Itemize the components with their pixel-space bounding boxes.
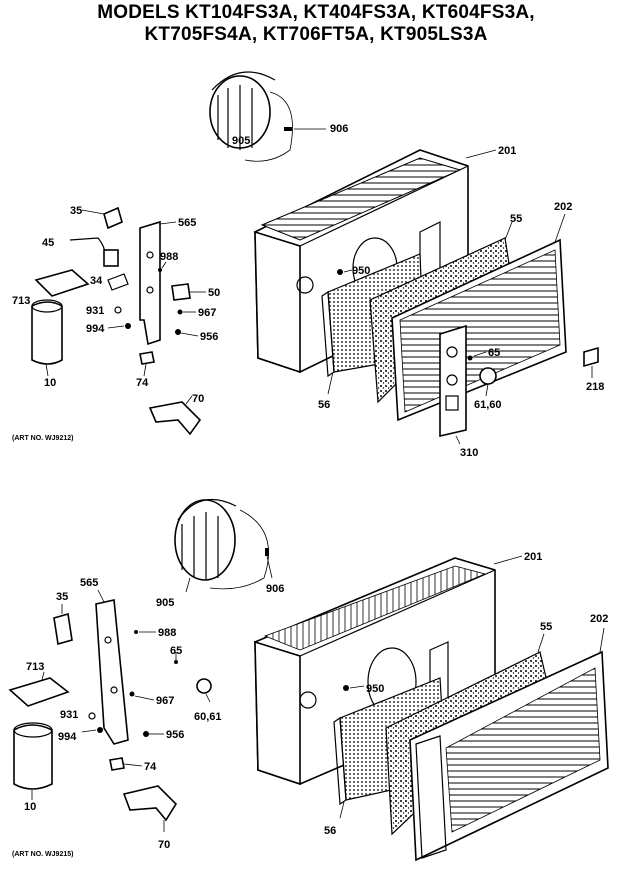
screw-994 — [107, 323, 131, 329]
art-number-bottom: (ART NO. WJ9215) — [12, 851, 73, 858]
switch-35 — [81, 206, 123, 230]
screw-906-b — [265, 548, 273, 579]
knob-61-60 — [479, 367, 497, 397]
label-55: 55 — [510, 213, 522, 225]
label-202-b: 202 — [590, 613, 608, 625]
label-994: 994 — [86, 323, 105, 335]
screw-967-b — [129, 691, 155, 701]
clip-74-b — [109, 757, 143, 771]
label-950-b: 950 — [366, 683, 384, 695]
label-201-b: 201 — [524, 551, 542, 563]
bracket-713 — [34, 269, 90, 297]
label-956-b: 956 — [166, 729, 184, 741]
label-931: 931 — [86, 305, 104, 317]
part-34 — [107, 273, 129, 291]
label-56-b: 56 — [324, 825, 336, 837]
label-950: 950 — [352, 265, 370, 277]
label-65: 65 — [488, 347, 500, 359]
label-201: 201 — [498, 145, 516, 157]
label-55-b: 55 — [540, 621, 552, 633]
screw-994-b — [81, 727, 103, 733]
label-988: 988 — [160, 251, 178, 263]
nameplate-218 — [583, 346, 599, 378]
screw-956-b — [143, 731, 164, 737]
screw-65-b — [174, 652, 178, 664]
label-202: 202 — [554, 201, 572, 213]
capacitor-10-b — [13, 722, 53, 800]
front-grille-202-b — [409, 627, 609, 862]
label-74-b: 74 — [144, 761, 157, 773]
bracket-713-b — [8, 671, 70, 707]
screw-950-b — [343, 685, 365, 691]
label-967: 967 — [198, 307, 216, 319]
label-905-b: 905 — [156, 597, 174, 609]
nut-931-b — [88, 712, 96, 720]
label-10: 10 — [44, 377, 56, 389]
thermostat-70 — [148, 395, 202, 436]
screw-950 — [337, 269, 353, 275]
label-310: 310 — [460, 447, 478, 459]
screw-967 — [177, 309, 196, 315]
label-35: 35 — [70, 205, 82, 217]
label-45: 45 — [42, 237, 54, 249]
models-title-line-1: MODELS KT104FS3A, KT404FS3A, KT604FS3A, — [97, 2, 535, 23]
label-956: 956 — [200, 331, 218, 343]
label-967-b: 967 — [156, 695, 174, 707]
screw-988 — [158, 261, 167, 272]
overload-50 — [171, 283, 206, 301]
bracket-565 — [139, 220, 177, 346]
clip-74 — [139, 351, 155, 377]
label-10-b: 10 — [24, 801, 36, 813]
switch-35-b — [53, 604, 73, 646]
label-713-b: 713 — [26, 661, 44, 673]
screw-65 — [467, 351, 487, 361]
label-74: 74 — [136, 377, 149, 389]
label-906: 906 — [330, 123, 348, 135]
label-65-b: 65 — [170, 645, 182, 657]
capacitor-clip-45 — [69, 237, 119, 267]
models-title-line-2: KT705FS4A, KT706FT5A, KT905LS3A — [144, 24, 488, 45]
cabinet-201-b — [254, 555, 523, 786]
blower-wheel-905 — [209, 71, 293, 162]
art-number-top: (ART NO. WJ9212) — [12, 435, 73, 442]
label-218: 218 — [586, 381, 604, 393]
cabinet-201 — [254, 149, 497, 374]
label-988-b: 988 — [158, 627, 176, 639]
label-34: 34 — [90, 275, 103, 287]
label-50: 50 — [208, 287, 220, 299]
bottom-exploded-view: 201 905 906 565 35 988 55 202 65 950 713… — [8, 498, 609, 862]
label-60-61-b: 60,61 — [194, 711, 222, 723]
knob-60-61 — [196, 678, 212, 703]
control-panel-310 — [439, 324, 467, 445]
label-906-b: 906 — [266, 583, 284, 595]
capacitor-10 — [31, 299, 63, 377]
label-931-b: 931 — [60, 709, 78, 721]
nut-931 — [114, 306, 122, 314]
label-70-b: 70 — [158, 839, 170, 851]
label-35-b: 35 — [56, 591, 68, 603]
label-905: 905 — [232, 135, 250, 147]
label-565-b: 565 — [80, 577, 98, 589]
screw-988-b — [134, 630, 156, 634]
screw-906 — [284, 127, 326, 131]
blower-wheel-905-b — [174, 498, 269, 593]
label-713: 713 — [12, 295, 30, 307]
bracket-565-b — [95, 589, 129, 745]
screw-956 — [175, 329, 199, 337]
label-565: 565 — [178, 217, 196, 229]
thermostat-70-b — [122, 785, 178, 832]
top-exploded-view: 905 906 201 202 35 565 45 988 34 50 713 … — [12, 71, 604, 459]
label-56: 56 — [318, 399, 330, 411]
label-994-b: 994 — [58, 731, 77, 743]
label-70: 70 — [192, 393, 204, 405]
label-61-60: 61,60 — [474, 399, 502, 411]
